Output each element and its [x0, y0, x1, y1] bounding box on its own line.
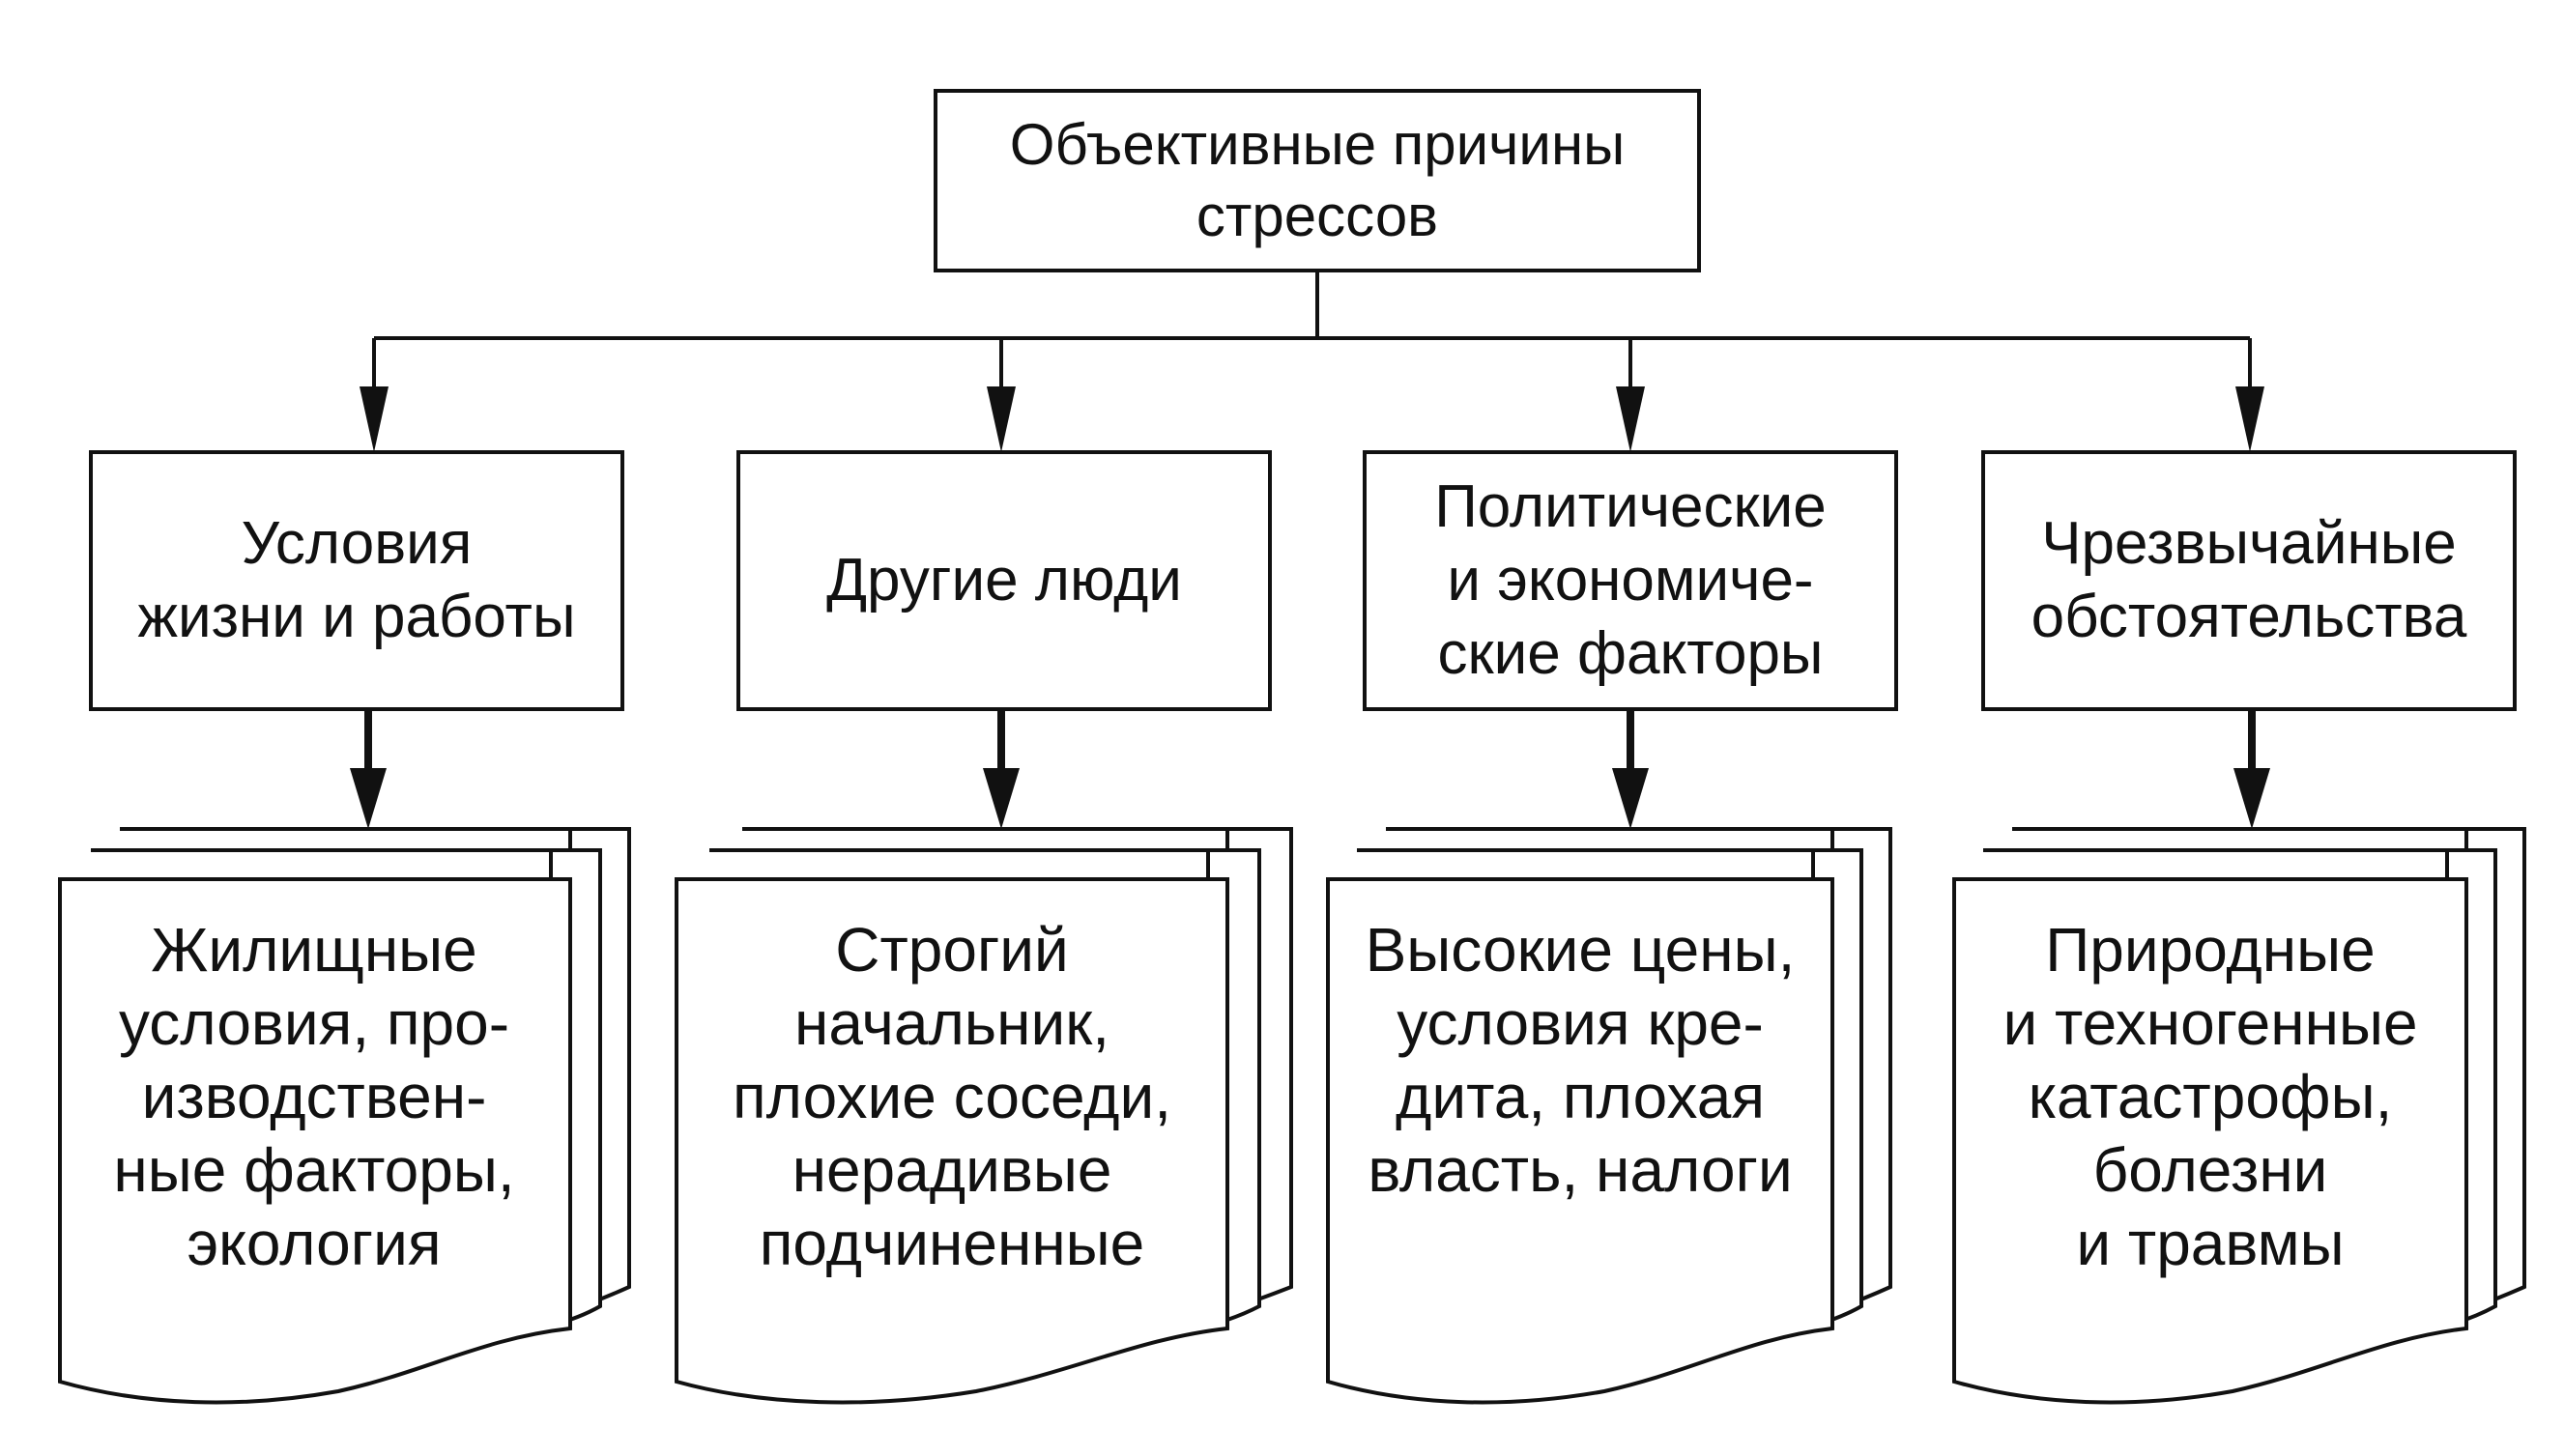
arrow-head — [2233, 768, 2270, 829]
document-stack — [1952, 827, 2526, 1405]
arrow-head — [1612, 768, 1649, 829]
document-stack — [58, 827, 631, 1405]
category-label: Условия жизни и работы — [137, 510, 576, 650]
category-box — [89, 450, 624, 711]
detail-connectors — [350, 709, 2270, 829]
category-box — [1363, 450, 1898, 711]
arrow-head — [987, 386, 1016, 452]
document-stack — [1326, 827, 1892, 1405]
detail-text: Жилищные условия, про- изводствен- ные ф… — [113, 915, 515, 1278]
detail-text: Строгий начальник, плохие соседи, неради… — [732, 915, 1172, 1278]
category-label: Чрезвычайные обстоятельства — [2031, 510, 2467, 650]
root-connectors — [360, 271, 2264, 452]
detail-text: Высокие цены, условия кре- дита, плохая … — [1365, 915, 1796, 1205]
root-box — [934, 89, 1701, 272]
arrow-head — [360, 386, 389, 452]
category-label: Другие люди — [826, 547, 1182, 614]
category-label: Политические и экономиче- ские факторы — [1434, 473, 1827, 687]
document-stack — [675, 827, 1293, 1405]
arrow-head — [1616, 386, 1645, 452]
arrow-head — [350, 768, 387, 829]
arrow-head — [2235, 386, 2264, 452]
root-label: Объективные причины стрессов — [1009, 112, 1626, 248]
category-box — [1981, 450, 2517, 711]
arrow-head — [983, 768, 1020, 829]
detail-text: Природные и техногенные катастрофы, боле… — [2002, 915, 2418, 1278]
